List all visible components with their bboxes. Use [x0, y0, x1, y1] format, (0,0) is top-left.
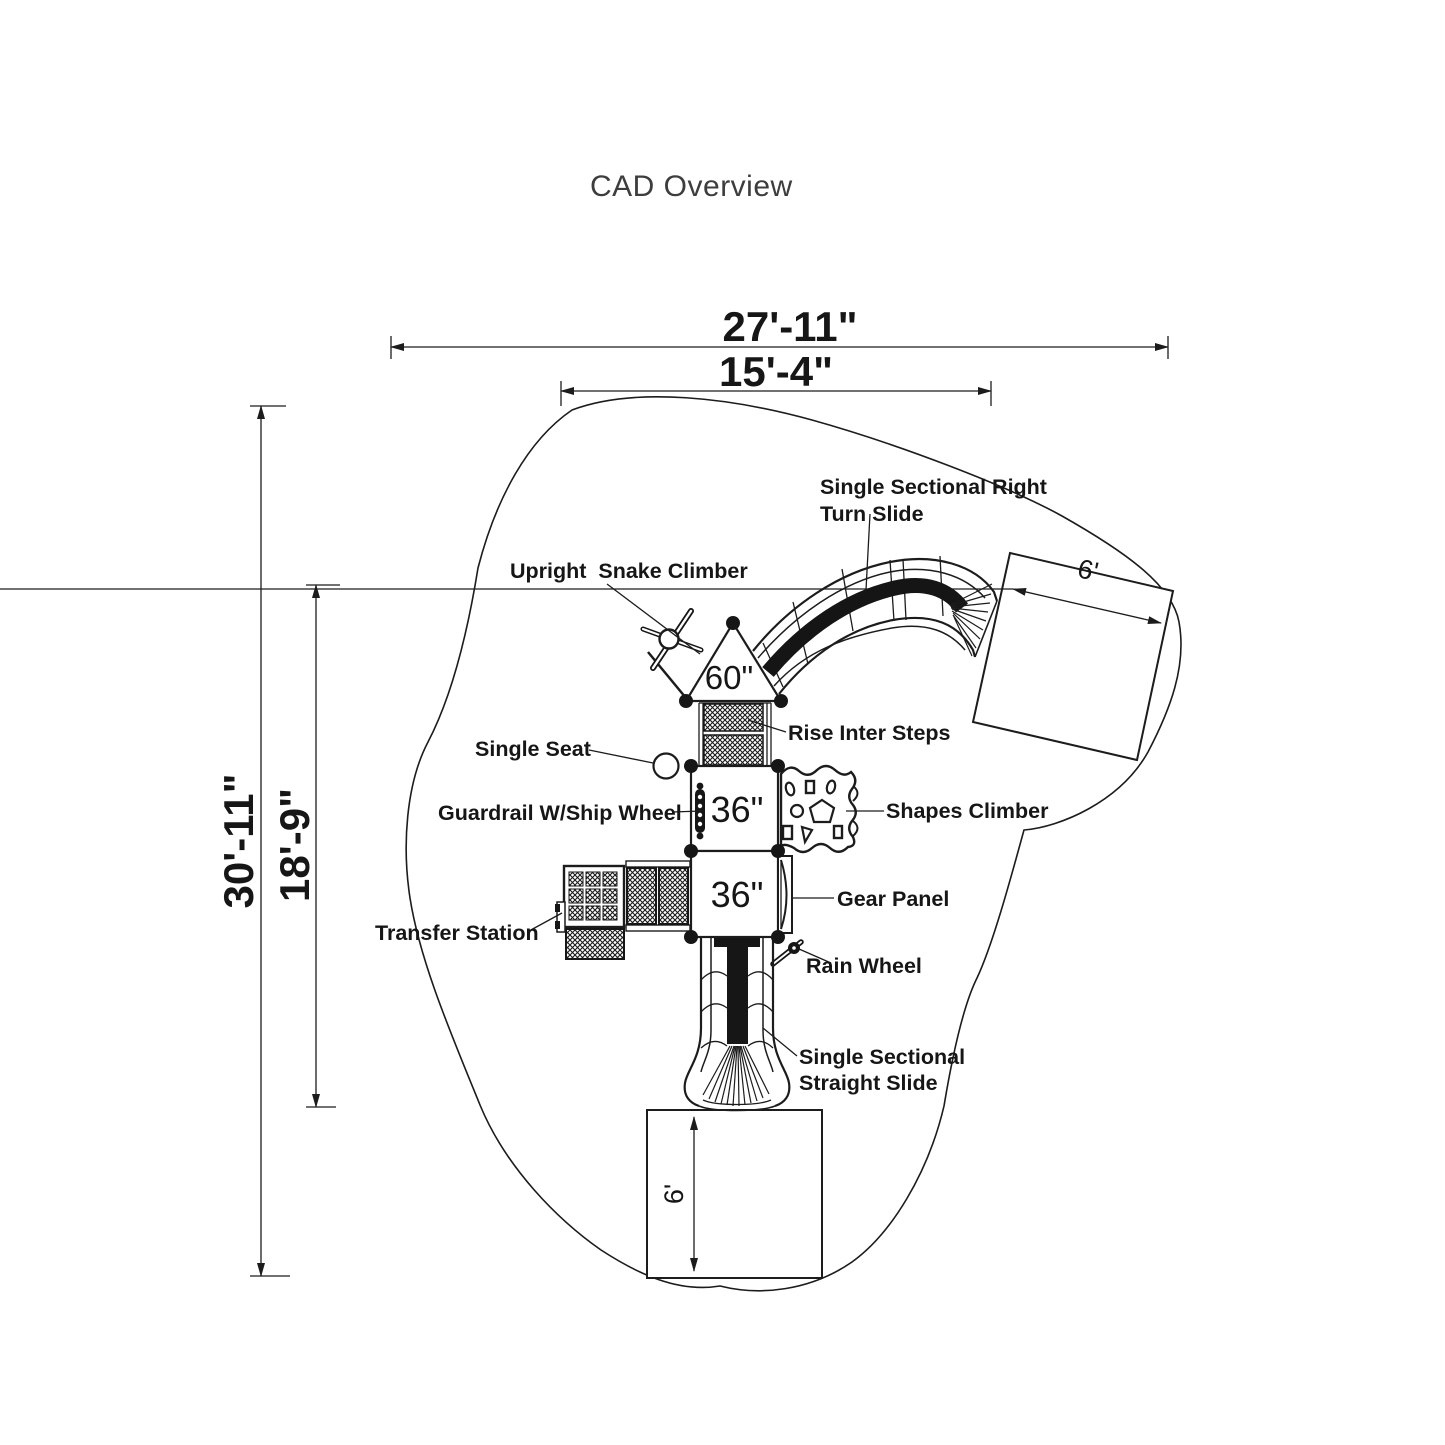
dim-inner-width: 15'-4"	[560, 348, 992, 406]
label-turn-slide-line2: Turn Slide	[820, 502, 924, 526]
tower-roof: 60"	[684, 620, 783, 703]
label-straight-slide-line2: Straight Slide	[799, 1071, 938, 1095]
gear-panel	[777, 855, 793, 934]
label-shapes-climber: Shapes Climber	[886, 799, 1049, 823]
transfer-station	[555, 860, 691, 960]
slide-exit-zone-bottom: 6'	[646, 1109, 823, 1279]
deck2-height-label: 36"	[711, 874, 764, 915]
label-snake-climber: Upright Snake Climber	[510, 559, 748, 583]
dim-inner-width-value: 15'-4"	[719, 348, 833, 395]
turn-slide-exit-fan	[949, 583, 993, 657]
straight-slide-exit-fan	[702, 1045, 770, 1107]
play-area-border	[405, 396, 1182, 1292]
upright-snake-climber	[640, 608, 704, 699]
rise-inter-steps	[698, 702, 772, 766]
post-dots	[679, 616, 788, 944]
page-title: CAD Overview	[590, 170, 793, 203]
dim-overall-height-value: 30'-11"	[215, 773, 262, 908]
dim-exit-bottom-value: 6'	[659, 1184, 689, 1204]
deck1-height-label: 36"	[711, 789, 764, 830]
rain-wheel	[770, 939, 804, 967]
slide-exit-zone-right: 6'	[0, 551, 1175, 762]
label-rise-steps: Rise Inter Steps	[788, 721, 951, 745]
shapes-climber	[779, 764, 859, 854]
label-rain-wheel: Rain Wheel	[806, 954, 922, 978]
single-seat	[652, 752, 680, 780]
straight-slide	[683, 938, 791, 1112]
label-transfer-station: Transfer Station	[375, 921, 539, 945]
deck-upper-36: 36"	[689, 764, 780, 853]
dim-inner-height-value: 18'-9"	[271, 788, 318, 902]
label-turn-slide-line1: Single Sectional Right	[820, 475, 1047, 499]
label-guardrail: Guardrail W/Ship Wheel	[438, 801, 682, 825]
dim-overall-width-value: 27'-11"	[722, 303, 857, 350]
dim-overall-width: 27'-11"	[390, 303, 1169, 359]
leader-lines	[528, 513, 884, 1057]
dim-inner-height: 18'-9"	[271, 584, 340, 1108]
label-straight-slide-line1: Single Sectional	[799, 1045, 965, 1069]
label-single-seat: Single Seat	[475, 737, 591, 761]
deck-lower-36: 36"	[689, 849, 780, 939]
label-gear-panel: Gear Panel	[837, 887, 949, 911]
dim-overall-height: 30'-11"	[215, 405, 290, 1277]
tower-height-label: 60"	[705, 659, 753, 696]
right-turn-slide	[752, 555, 999, 695]
